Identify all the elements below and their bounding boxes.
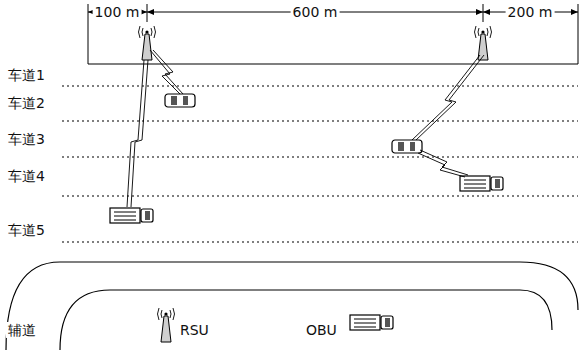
lane-label: 车道2 [6,95,47,111]
dimension-label: 200 m [506,4,555,20]
lane-label: 车道3 [6,131,47,147]
legend-label: RSU [178,322,211,338]
legend-label: OBU [304,322,339,338]
dimension-label: 100 m [93,4,142,20]
lane-label: 车道5 [6,222,47,238]
lane-label: 车道1 [6,67,47,83]
dimension-label: 600 m [291,4,340,20]
road-label: 辅道 [6,322,38,338]
lane-label: 车道4 [6,168,47,184]
